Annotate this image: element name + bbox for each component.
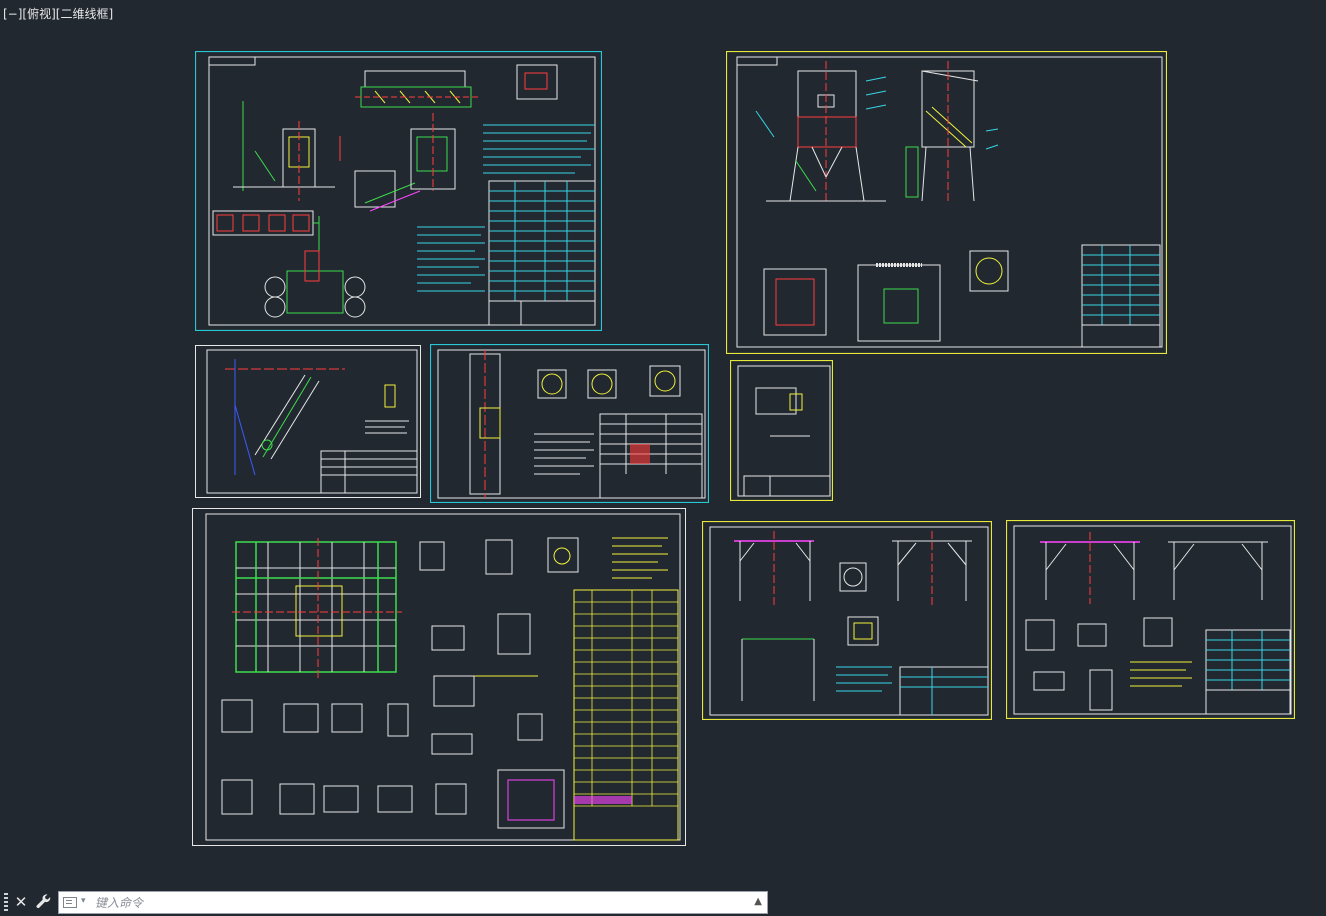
sheet-column-detail[interactable] xyxy=(430,344,709,503)
sheet-inclined-conveyor[interactable] xyxy=(195,345,421,498)
command-line-grip-handle[interactable] xyxy=(4,893,8,911)
sheet-support-frame-a-graphics xyxy=(702,521,992,720)
chevron-down-icon[interactable]: ▾ xyxy=(81,896,86,906)
command-input-box[interactable]: ▾ ▲ xyxy=(58,891,768,914)
sheet-column-detail-graphics xyxy=(430,344,709,503)
command-input[interactable] xyxy=(95,893,745,912)
sheet-small-part-graphics xyxy=(730,360,833,501)
sheet-silo-elevation-graphics xyxy=(726,51,1167,354)
sheet-inclined-conveyor-graphics xyxy=(195,345,421,498)
viewport-controls-label[interactable]: [−][俯视][二维线框] xyxy=(3,7,114,21)
sheet-platform-plan-graphics xyxy=(192,508,686,846)
wrench-icon[interactable] xyxy=(34,892,54,912)
triangle-up-icon[interactable]: ▲ xyxy=(754,896,762,907)
sheet-main-assembly[interactable] xyxy=(195,51,602,331)
command-line-bar: ✕ ▾ ▲ xyxy=(0,889,770,916)
sheet-platform-plan[interactable] xyxy=(192,508,686,846)
sheet-main-assembly-graphics xyxy=(195,51,602,331)
sheet-small-part[interactable] xyxy=(730,360,833,501)
sheet-support-frame-b[interactable] xyxy=(1006,520,1295,719)
sheet-support-frame-a[interactable] xyxy=(702,521,992,720)
sheet-support-frame-b-graphics xyxy=(1006,520,1295,719)
sheet-silo-elevation[interactable] xyxy=(726,51,1167,354)
close-icon[interactable]: ✕ xyxy=(14,893,28,911)
command-prompt-icon[interactable] xyxy=(63,897,77,908)
